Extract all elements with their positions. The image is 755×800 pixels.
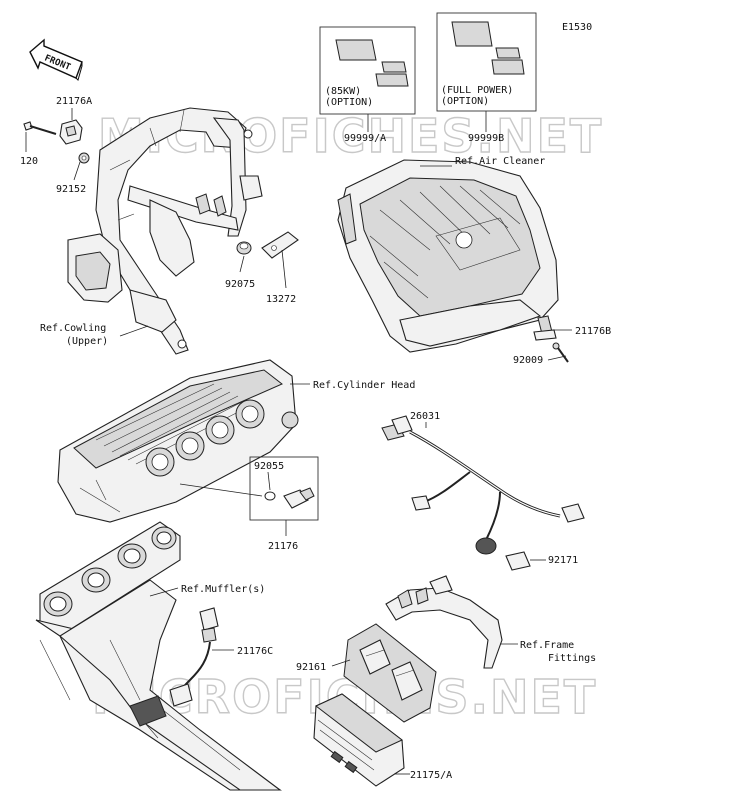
part-99999B: 99999B: [468, 133, 504, 144]
sensor-21176C: [169, 607, 219, 707]
screw-92009: [552, 342, 569, 363]
part-21176C: 21176C: [237, 646, 273, 657]
part-120: 120: [20, 156, 38, 167]
part-92161: 92161: [296, 662, 326, 673]
part-92171: 92171: [548, 555, 578, 566]
air-cleaner-housing: [337, 159, 559, 353]
ref-cylinder-head: Ref.Cylinder Head: [313, 380, 415, 391]
label-85kw: (85KW): [325, 86, 361, 97]
clamp-92171: [505, 551, 531, 571]
ref-frame: Ref.Frame: [520, 640, 574, 651]
part-21175A: 21175/A: [410, 770, 452, 781]
part-92009: 92009: [513, 355, 543, 366]
part-92152: 92152: [56, 184, 86, 195]
ref-frame-fittings: Fittings: [548, 653, 596, 664]
sensor-21176B: [533, 315, 557, 341]
cover-92161: [343, 623, 437, 723]
part-26031: 26031: [410, 411, 440, 422]
part-92075: 92075: [225, 279, 255, 290]
bracket-frame-assembly: [67, 107, 263, 355]
diagram-code: E1530: [562, 22, 592, 33]
sensor-21176: [283, 487, 315, 509]
ref-mufflers: Ref.Muffler(s): [181, 584, 265, 595]
cylinder-head: [57, 359, 299, 523]
part-21176: 21176: [268, 541, 298, 552]
exhaust-manifold: [35, 521, 282, 791]
ref-air-cleaner: Ref.Air Cleaner: [455, 156, 545, 167]
part-99999A: 99999/A: [344, 133, 386, 144]
label-85kw-option: (OPTION): [325, 97, 373, 108]
washer-92055: [264, 491, 276, 501]
part-13272: 13272: [266, 294, 296, 305]
plate-13272: [261, 231, 299, 259]
part-21176B: 21176B: [575, 326, 611, 337]
callout-box-21176: [249, 456, 319, 521]
front-arrow-icon: FRONT: [29, 38, 83, 81]
nut-92152: [78, 152, 90, 164]
ecu-21175A: [313, 693, 405, 787]
wiring-harness-26031: [381, 415, 585, 555]
part-92055: 92055: [254, 461, 284, 472]
frame-fittings-bracket: [385, 575, 503, 669]
label-full-power-option: (OPTION): [441, 96, 489, 107]
part-21176A: 21176A: [56, 96, 92, 107]
option-box-85kw: (85KW) (OPTION): [319, 26, 416, 115]
grommet-92075: [236, 241, 252, 255]
ref-cowling: Ref.Cowling: [40, 323, 106, 334]
ref-cowling-upper: (Upper): [66, 336, 108, 347]
bolt-120: [23, 121, 57, 135]
sensor-21176A: [59, 119, 83, 145]
label-full-power: (FULL POWER): [441, 85, 513, 96]
option-box-full-power: (FULL POWER) (OPTION): [436, 12, 537, 112]
